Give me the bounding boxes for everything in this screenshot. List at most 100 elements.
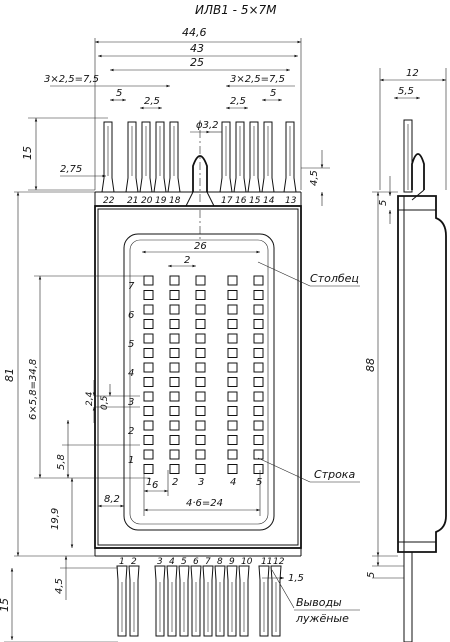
dim-inner-span: 25 [190, 56, 204, 69]
matrix-dot [227, 449, 238, 460]
matrix-dot [195, 377, 206, 387]
matrix-dot [169, 333, 180, 344]
callout-column: Столбец [310, 272, 359, 285]
top-pin-number: 13 [285, 196, 297, 206]
matrix-dot [253, 464, 264, 474]
matrix-dot [143, 290, 154, 300]
top-pin-number: 18 [169, 196, 181, 206]
dim-dot-size: 2,4 [85, 391, 95, 406]
matrix-dot [195, 319, 206, 329]
dim-bottom-tab: 4,5 [54, 578, 65, 594]
dim-pitch-right: 2,5 [230, 96, 246, 107]
column-number: 4 [230, 477, 236, 488]
bottom-lead: 12 [270, 557, 285, 637]
bottom-lead: 4 [166, 557, 178, 637]
matrix-dot [169, 464, 180, 474]
bottom-lead: 10 [238, 557, 253, 637]
column-number: 1 [146, 477, 152, 488]
bottom-pin-number: 6 [193, 557, 199, 567]
matrix-dot [169, 275, 180, 286]
matrix-dot [195, 333, 206, 344]
dim-right-group: 3×2,5=7,5 [230, 74, 285, 85]
column-number: 3 [198, 477, 204, 488]
dim-bottom-lead: 15 [0, 598, 11, 612]
top-lead: 21 [125, 121, 139, 206]
matrix-dot [143, 420, 154, 431]
matrix-dot [253, 275, 264, 286]
row-number: 1 [128, 455, 134, 466]
column-number: 2 [172, 477, 178, 488]
dim-pitch-left: 2,5 [144, 96, 160, 107]
dim-total-height: 81 [3, 368, 16, 382]
matrix-dot [143, 406, 154, 416]
dim-dot-gap: 0,5 [100, 395, 110, 410]
matrix-dot [227, 362, 238, 373]
matrix-dot [227, 304, 238, 315]
matrix-dot [143, 362, 154, 373]
matrix-dot [195, 464, 206, 474]
matrix-dot [169, 420, 180, 431]
bottom-lead: 6 [190, 557, 202, 637]
side-dimensions [4, 191, 284, 642]
bottom-lead: 5 [178, 557, 190, 637]
matrix-dot [195, 420, 206, 431]
top-lead: 20 [139, 121, 153, 206]
matrix-dot [253, 319, 264, 329]
matrix-dot [227, 406, 238, 416]
matrix-dot [227, 420, 238, 431]
top-pin-number: 20 [141, 196, 153, 206]
top-pin-number: 22 [103, 196, 115, 206]
matrix-dot [169, 391, 180, 402]
bottom-lead: 3 [154, 557, 166, 637]
matrix-dot [169, 290, 180, 300]
matrix-dot [253, 391, 264, 402]
matrix-dot [169, 435, 180, 445]
bottom-pin-number: 11 [261, 557, 272, 567]
matrix-dot [169, 377, 180, 387]
bottom-pin-number: 8 [217, 557, 223, 567]
matrix-dot [227, 391, 238, 402]
top-lead: 22 [101, 121, 115, 206]
bottom-pin-number: 7 [205, 557, 211, 567]
matrix-dot [227, 348, 238, 358]
matrix-dot [227, 275, 238, 286]
dimension-labels: 44,6 43 25 3×2,5=7,5 3×2,5=7,5 5 2,5 2,5… [0, 26, 419, 612]
matrix-dot [253, 333, 264, 344]
drawing-title: ИЛВ1 - 5×7М [195, 3, 277, 17]
matrix-dot [253, 348, 264, 358]
top-lead: 16 [233, 121, 247, 206]
dim-side-height: 88 [364, 358, 377, 372]
callout-row: Строка [314, 468, 355, 481]
dim-gap-left: 5 [116, 88, 122, 99]
dim-col-span: 4·6=24 [186, 498, 223, 509]
callout-leads-2: лужёные [295, 612, 349, 625]
dim-pin-span: 43 [190, 42, 204, 55]
dim-side-width: 12 [406, 68, 419, 79]
row-number: 4 [128, 368, 134, 379]
bottom-lead: 2 [128, 557, 140, 637]
bottom-pin-number: 3 [157, 557, 163, 567]
bottom-pin-number: 2 [131, 557, 137, 567]
row-number: 7 [128, 281, 135, 292]
matrix-dot [195, 348, 206, 358]
top-pin-number: 16 [235, 196, 247, 206]
matrix-dot [143, 319, 154, 329]
callout-leaders [257, 261, 360, 609]
row-number: 2 [128, 426, 134, 437]
dim-lead-offset: 2,75 [60, 164, 82, 175]
bottom-lead: 8 [214, 557, 226, 637]
dim-dot-pitch: 2 [184, 255, 190, 266]
matrix-dot [253, 362, 264, 373]
matrix-dot [169, 362, 180, 373]
matrix-dot [253, 435, 264, 445]
bottom-lead: 7 [202, 557, 214, 637]
row-number: 5 [128, 339, 134, 350]
dim-side-top: 5 [378, 200, 389, 206]
matrix-dot [227, 290, 238, 300]
matrix-dot [253, 290, 264, 300]
matrix-dot [169, 406, 180, 416]
